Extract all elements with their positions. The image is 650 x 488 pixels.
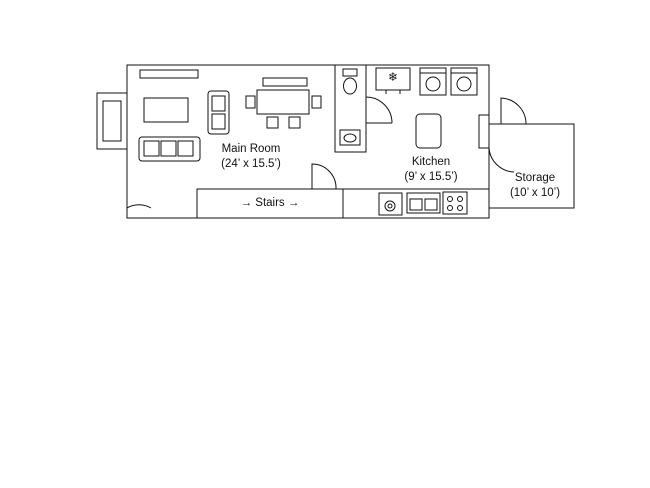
bay-window-inner	[102, 100, 122, 142]
coffee-table	[143, 97, 189, 123]
kitchen-island	[415, 113, 442, 149]
stairs-label: → Stairs →	[198, 196, 342, 211]
kitchen-label: Kitchen (9’ x 15.5’)	[386, 155, 476, 185]
loveseat	[207, 90, 230, 135]
snowflake-icon: ❄	[387, 70, 399, 84]
tv-console	[139, 69, 199, 79]
bathroom-wall	[334, 64, 367, 153]
kitchen-counter	[342, 188, 490, 219]
freezer-icon	[375, 67, 411, 94]
storage-room-outline	[488, 123, 575, 209]
sofa	[138, 136, 201, 162]
storage-door-frame	[478, 114, 490, 149]
storage-dimensions: (10’ x 10’)	[509, 187, 561, 199]
storage-name: Storage	[514, 172, 556, 184]
washer-icon	[419, 67, 447, 96]
sink-icon	[406, 192, 441, 214]
main-room-name: Main Room	[221, 143, 281, 155]
storage-top-door	[500, 97, 527, 125]
storage-label: Storage (10’ x 10’)	[490, 171, 580, 201]
kitchen-dimensions: (9’ x 15.5’)	[404, 171, 458, 183]
stairs-door	[311, 163, 337, 190]
bathroom-door	[365, 96, 393, 124]
storage-bottom-door	[488, 147, 515, 173]
dining-table	[245, 77, 322, 129]
main-room-label: Main Room (24’ x 15.5’)	[206, 142, 296, 172]
main-entry-door	[126, 204, 152, 209]
main-room-dimensions: (24’ x 15.5’)	[221, 158, 281, 170]
bay-window	[96, 92, 128, 150]
bathroom-sink-icon	[339, 129, 361, 146]
kitchen-name: Kitchen	[411, 156, 451, 168]
stairs-text: → Stairs →	[240, 197, 300, 209]
dryer-icon	[450, 67, 478, 96]
stove-icon	[442, 191, 468, 215]
toilet-icon	[342, 68, 358, 95]
dishwasher-icon	[378, 192, 403, 216]
